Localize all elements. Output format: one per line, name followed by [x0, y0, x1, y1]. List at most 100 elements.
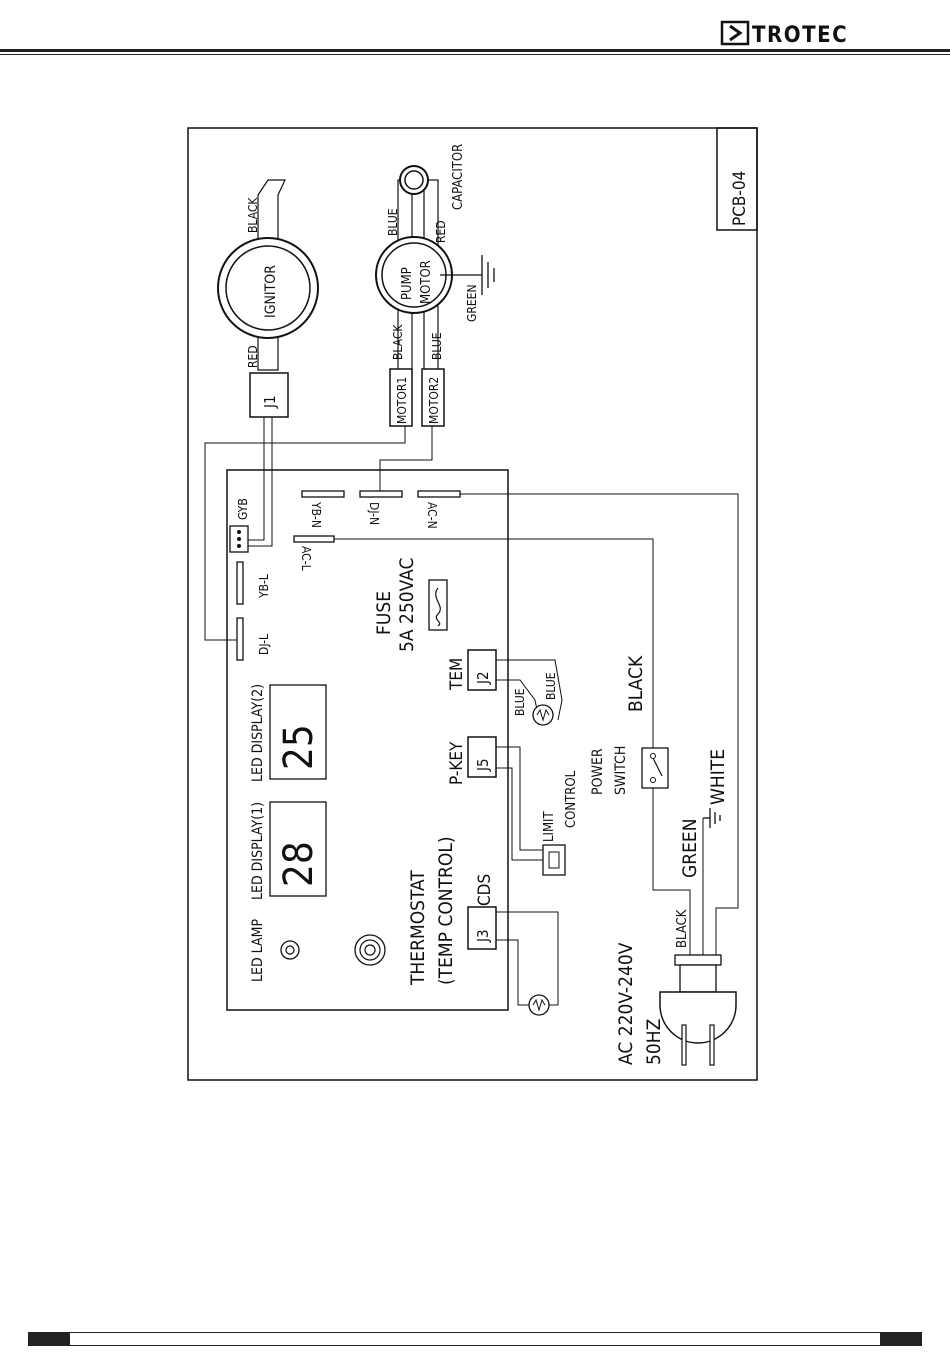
motor-wire-top-label: BLUE — [386, 208, 400, 236]
footer-bar — [28, 1332, 922, 1346]
ground-icon — [703, 808, 721, 828]
led-display-2 — [269, 684, 327, 780]
pump-motor-label-1: PUMP — [400, 267, 415, 300]
header-rule-thick — [0, 49, 950, 52]
terminal-ac-l-label: AC-L — [299, 546, 313, 571]
terminal-ac-n — [417, 490, 461, 498]
wire-j5-2 — [496, 767, 528, 861]
plug-green-label: GREEN — [679, 818, 701, 878]
fuse-body — [428, 579, 448, 631]
ignitor-body — [257, 179, 286, 371]
wire-motor2-djn — [379, 426, 433, 494]
footer-bar-right — [880, 1332, 922, 1346]
terminal-yb-l-label: YB-L — [257, 574, 271, 599]
brand-logo: TROTEC — [720, 20, 848, 48]
led-lamp-label: LED LAMP — [250, 919, 266, 982]
wire-j1-gyb-1 — [248, 417, 265, 541]
cds-sensor-icon — [528, 994, 550, 1016]
terminal-gyb — [229, 525, 249, 553]
pcb-board — [226, 469, 509, 1011]
fuse-label-1: FUSE — [373, 591, 395, 635]
led-display-1 — [269, 801, 327, 897]
switch-wire-label: BLACK — [625, 655, 647, 712]
power-switch-label-2: SWITCH — [613, 746, 629, 795]
ignitor-wire-top-label: BLACK — [246, 197, 260, 233]
motor-ground-label: GREEN — [465, 284, 479, 322]
connector-j1 — [249, 372, 289, 418]
terminal-ac-l — [293, 535, 335, 543]
chevron-right-icon — [729, 24, 743, 42]
cds-label: CDS — [475, 874, 495, 906]
power-switch-label-1: POWER — [590, 748, 606, 795]
p-key-label: P-KEY — [447, 741, 467, 785]
tem-thermistor-icon — [532, 704, 554, 726]
terminal-dj-l — [236, 617, 244, 661]
wire-j5-1 — [496, 746, 528, 851]
power-supply-label-2: 50HZ — [643, 1019, 665, 1065]
tem-wire-label-2: BLUE — [544, 672, 558, 700]
tem-wire-label-1: BLUE — [513, 688, 527, 716]
limit-control-switch — [542, 844, 566, 876]
pump-motor: PUMP MOTOR CAPACITOR BLUE RED GREEN BLAC… — [375, 144, 495, 376]
wire-acl-switch — [334, 538, 654, 748]
connector-j5 — [467, 736, 497, 778]
board-id-label: PCB-04 — [730, 171, 750, 226]
capacitor-label: CAPACITOR — [451, 144, 466, 210]
ignitor-wire-bottom-label: RED — [246, 345, 260, 368]
terminal-dj-l-label: DJ-L — [257, 634, 271, 655]
connector-motor2 — [421, 368, 445, 427]
terminal-ac-n-label: AC-N — [425, 502, 439, 529]
connector-motor1-label: MOTOR1 — [395, 377, 409, 424]
pump-motor-label-2: MOTOR — [419, 260, 434, 304]
wire-switch-plug — [652, 788, 691, 955]
connector-j3-label: J3 — [474, 929, 492, 943]
logo-box — [720, 20, 750, 46]
motor2-wire-label: BLUE — [430, 332, 444, 360]
terminal-yb-l — [236, 561, 244, 605]
ignitor: IGNITOR BLACK RED — [217, 179, 319, 371]
led-display-2-value: 25 — [276, 724, 322, 770]
footer-bar-left — [28, 1332, 70, 1346]
wire-acn-plug — [460, 493, 739, 955]
limit-control-label-2: CONTROL — [564, 770, 579, 828]
connector-j3 — [467, 906, 497, 950]
wire-motor1-djl — [204, 426, 406, 641]
connector-motor1 — [389, 368, 413, 427]
power-plug-icon — [659, 954, 737, 1066]
motor-wire-right-label: RED — [434, 220, 448, 243]
led-display-1-label: LED DISPLAY(1) — [250, 802, 266, 900]
brand-name: TROTEC — [752, 23, 848, 48]
motor1-wire-label: BLACK — [391, 324, 405, 360]
terminal-yb-n-label: YB-N — [309, 501, 323, 528]
fuse-icon — [435, 587, 441, 627]
terminal-yb-n — [301, 490, 345, 498]
ignitor-inner-ring — [225, 245, 311, 331]
fuse-label-2: 5A 250VAC — [396, 558, 418, 652]
thermostat-label-1: THERMOSTAT — [407, 870, 429, 986]
wire-j1-gyb-2 — [248, 417, 273, 547]
connector-j2-label: J2 — [474, 671, 492, 685]
terminal-dj-n-label: DJ-N — [367, 502, 381, 525]
connector-j5-label: J5 — [474, 758, 492, 772]
connector-motor2-label: MOTOR2 — [427, 377, 441, 424]
board-id-box — [716, 127, 758, 231]
terminal-gyb-label: GYB — [236, 498, 250, 520]
diagram-frame — [187, 127, 758, 1081]
plug-white-label: WHITE — [707, 749, 729, 805]
plug-black-label: BLACK — [675, 909, 690, 948]
ground-icon — [481, 255, 495, 295]
capacitor-inner — [404, 170, 424, 190]
ignitor-label: IGNITOR — [263, 265, 279, 318]
limit-control-label-1: LIMIT — [542, 811, 557, 842]
header-rule-thin — [0, 54, 950, 55]
connector-j1-label: J1 — [261, 395, 279, 409]
wire-j3-1 — [496, 911, 559, 1006]
connector-j2 — [467, 649, 497, 691]
terminal-dj-n — [359, 490, 403, 498]
wire-j3-2 — [496, 939, 530, 1006]
thermostat-label-2: (TEMP CONTROL) — [435, 836, 457, 985]
led-display-1-value: 28 — [276, 841, 322, 887]
power-supply-label-1: AC 220V-240V — [615, 942, 637, 1065]
tem-label: TEM — [447, 658, 467, 691]
